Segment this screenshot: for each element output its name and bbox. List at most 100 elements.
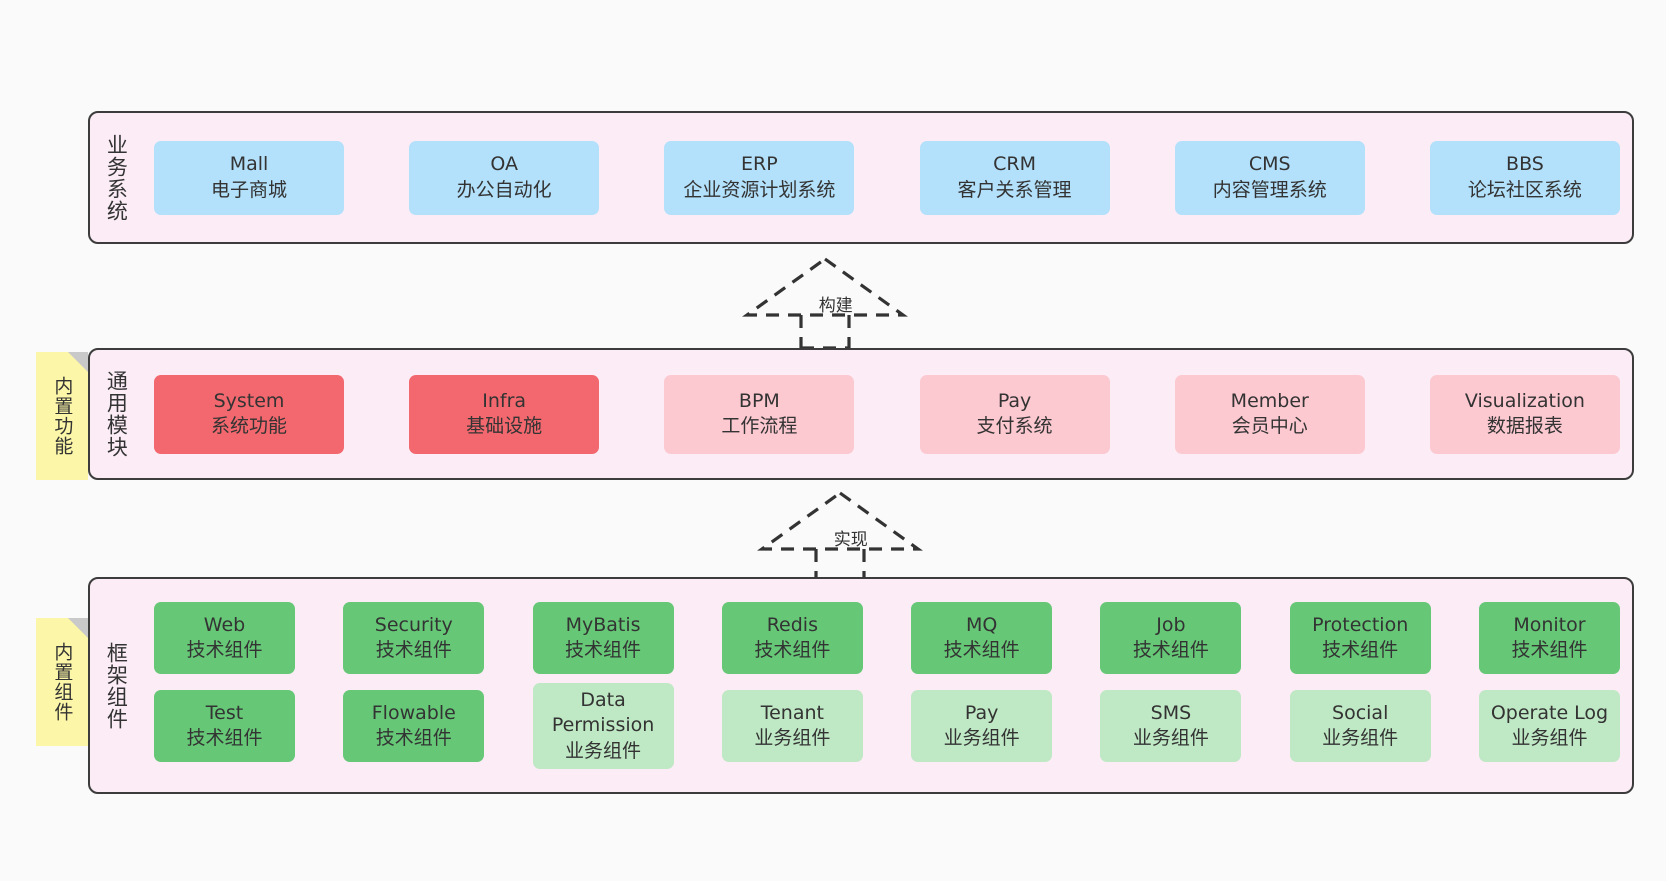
card-infra[interactable]: Infra 基础设施 xyxy=(409,374,600,454)
card-title-cn: 系统功能 xyxy=(210,415,287,437)
card-protection[interactable]: Protection 技术组件 xyxy=(1289,602,1431,674)
card-oa[interactable]: OA 办公自动化 xyxy=(409,140,600,215)
card-title-en: Visualization xyxy=(1464,389,1585,412)
card-title-cn: 技术组件 xyxy=(375,639,452,661)
card-test[interactable]: Test 技术组件 xyxy=(154,690,295,762)
card-title-cn: 技术组件 xyxy=(754,639,831,661)
card-title-en: Tenant xyxy=(760,701,824,724)
card-system[interactable]: System 系统功能 xyxy=(154,374,344,454)
card-title-cn: 基础设施 xyxy=(466,415,543,437)
card-social[interactable]: Social 业务组件 xyxy=(1289,690,1431,762)
card-title-cn: 业务组件 xyxy=(1132,727,1209,749)
card-mq[interactable]: MQ 技术组件 xyxy=(911,602,1053,674)
card-operate-log[interactable]: Operate Log 业务组件 xyxy=(1478,690,1620,762)
card-title-cn: 技术组件 xyxy=(1511,639,1588,661)
card-title-en: BBS xyxy=(1506,153,1544,176)
card-title-en: MQ xyxy=(965,613,998,636)
card-title-en: Infra xyxy=(482,389,527,412)
card-title-en: Protection xyxy=(1312,613,1409,636)
card-title-en: System xyxy=(213,389,285,412)
note-fold-icon xyxy=(68,618,88,638)
note-builtin-components: 内置组件 xyxy=(36,618,88,746)
card-mybatis[interactable]: MyBatis 技术组件 xyxy=(532,602,674,674)
card-redis[interactable]: Redis 技术组件 xyxy=(721,602,863,674)
card-title-en: Monitor xyxy=(1513,613,1586,636)
card-flowable[interactable]: Flowable 技术组件 xyxy=(343,690,485,762)
card-title-cn: 工作流程 xyxy=(721,415,798,437)
card-title-en: Job xyxy=(1156,613,1186,636)
card-pay-module[interactable]: Pay 支付系统 xyxy=(919,374,1110,454)
card-title-cn: 技术组件 xyxy=(1132,639,1209,661)
layer-body-business-systems: Mall 电子商城 OA 办公自动化 ERP 企业资源计划系统 CRM 客户关系… xyxy=(142,113,1632,242)
card-visualization[interactable]: Visualization 数据报表 xyxy=(1429,374,1620,454)
note-label: 内置组件 xyxy=(51,642,74,722)
card-title-cn: 支付系统 xyxy=(976,415,1053,437)
card-crm[interactable]: CRM 客户关系管理 xyxy=(919,140,1110,215)
note-label: 内置功能 xyxy=(51,376,74,456)
card-title-en: Pay xyxy=(964,701,999,724)
card-title-en: Member xyxy=(1230,389,1309,412)
card-erp[interactable]: ERP 企业资源计划系统 xyxy=(664,140,855,215)
card-title-cn: 技术组件 xyxy=(943,639,1020,661)
card-title-en: Redis xyxy=(766,613,818,636)
card-title-en: ERP xyxy=(741,153,778,176)
card-cms[interactable]: CMS 内容管理系统 xyxy=(1174,140,1365,215)
card-title-en: Social xyxy=(1332,701,1389,724)
card-title-en: SMS xyxy=(1150,701,1192,724)
card-title-cn: 业务组件 xyxy=(1511,727,1588,749)
card-bpm[interactable]: BPM 工作流程 xyxy=(664,374,855,454)
card-title-en: OA xyxy=(490,153,518,176)
card-title-cn: 技术组件 xyxy=(1322,639,1399,661)
card-title-en: Operate Log xyxy=(1490,701,1609,724)
arrow-implement: 实现 xyxy=(750,487,930,587)
card-title-cn: 内容管理系统 xyxy=(1212,178,1327,201)
card-title-cn: 技术组件 xyxy=(186,639,263,661)
card-title-en: Data Permission xyxy=(551,689,655,737)
card-pay-component[interactable]: Pay 业务组件 xyxy=(911,690,1053,762)
arrow-build: 构建 xyxy=(735,253,915,353)
card-title-cn: 技术组件 xyxy=(565,639,642,661)
card-monitor[interactable]: Monitor 技术组件 xyxy=(1478,602,1620,674)
card-title-cn: 业务组件 xyxy=(754,727,831,749)
card-job[interactable]: Job 技术组件 xyxy=(1100,602,1242,674)
card-title-en: BPM xyxy=(738,389,780,412)
card-title-en: Test xyxy=(205,701,244,724)
card-member[interactable]: Member 会员中心 xyxy=(1174,374,1365,454)
card-data-permission[interactable]: Data Permission 业务组件 xyxy=(532,683,674,769)
card-title-en: Flowable xyxy=(371,701,456,724)
framework-row-technical: Web 技术组件 Security 技术组件 MyBatis 技术组件 Redi… xyxy=(154,602,1620,674)
card-title-en: CMS xyxy=(1248,153,1291,176)
card-title-cn: 企业资源计划系统 xyxy=(683,178,836,201)
layer-business-systems: 业务系统 Mall 电子商城 OA 办公自动化 ERP 企业资源计划系统 CRM… xyxy=(88,111,1634,244)
card-title-cn: 论坛社区系统 xyxy=(1467,178,1582,201)
card-title-cn: 电子商城 xyxy=(210,178,287,201)
card-title-cn: 业务组件 xyxy=(565,739,642,762)
card-web[interactable]: Web 技术组件 xyxy=(154,602,295,674)
layer-framework-components: 框架组件 Web 技术组件 Security 技术组件 MyBatis 技术组件… xyxy=(88,577,1634,794)
arrow-label-build: 构建 xyxy=(818,296,853,316)
card-title-en: MyBatis xyxy=(565,613,641,636)
card-security[interactable]: Security 技术组件 xyxy=(343,602,485,674)
framework-row-business: Test 技术组件 Flowable 技术组件 Data Permission … xyxy=(154,683,1620,769)
card-title-cn: 办公自动化 xyxy=(456,178,552,201)
card-sms[interactable]: SMS 业务组件 xyxy=(1100,690,1242,762)
layer-label-common-modules: 通用模块 xyxy=(104,370,129,458)
card-title-en: Security xyxy=(374,613,453,636)
layer-body-common-modules: System 系统功能 Infra 基础设施 BPM 工作流程 Pay 支付系统… xyxy=(142,350,1632,478)
card-title-en: Mall xyxy=(229,153,269,176)
card-title-cn: 客户关系管理 xyxy=(957,178,1072,201)
card-tenant[interactable]: Tenant 业务组件 xyxy=(721,690,863,762)
arrow-label-implement: 实现 xyxy=(833,530,868,550)
card-title-en: Web xyxy=(203,613,246,636)
card-mall[interactable]: Mall 电子商城 xyxy=(154,140,344,215)
card-title-cn: 业务组件 xyxy=(943,727,1020,749)
card-title-en: Pay xyxy=(997,389,1032,412)
card-title-cn: 业务组件 xyxy=(1322,727,1399,749)
card-title-en: CRM xyxy=(993,153,1036,176)
layer-body-framework-components: Web 技术组件 Security 技术组件 MyBatis 技术组件 Redi… xyxy=(142,579,1632,792)
card-title-cn: 技术组件 xyxy=(186,727,263,749)
card-bbs[interactable]: BBS 论坛社区系统 xyxy=(1429,140,1620,215)
card-title-cn: 数据报表 xyxy=(1486,415,1563,437)
layer-common-modules: 通用模块 System 系统功能 Infra 基础设施 BPM 工作流程 Pay… xyxy=(88,348,1634,480)
